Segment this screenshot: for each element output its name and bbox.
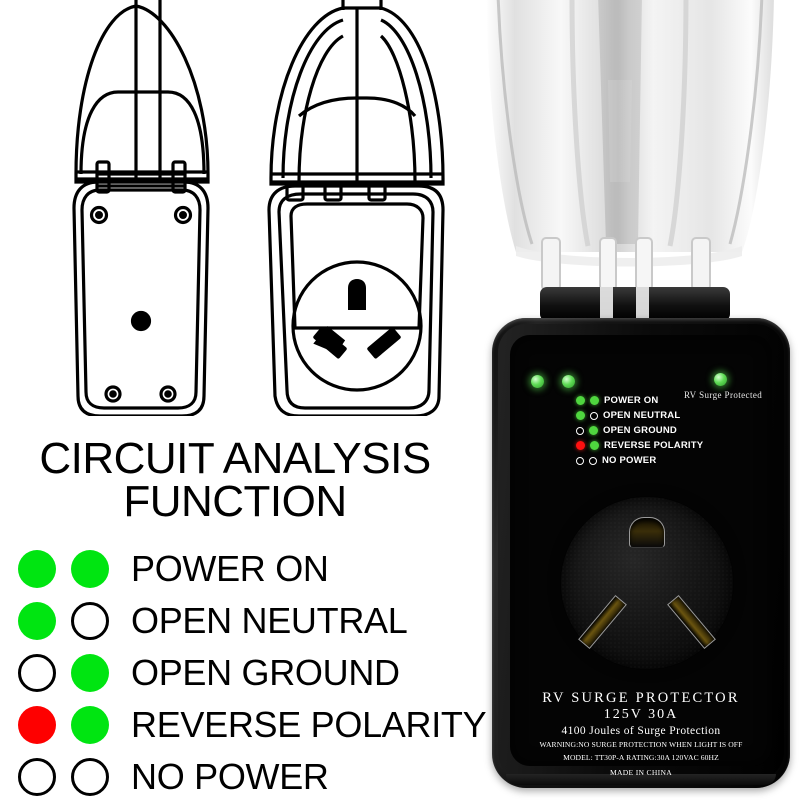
- device-status-row: OPEN GROUND: [576, 423, 703, 438]
- page-title-line-1: CIRCUIT ANALYSIS: [39, 434, 431, 483]
- status-led-left: [576, 426, 584, 435]
- status-label: OPEN GROUND: [603, 425, 677, 436]
- hinge-gap-left: [600, 287, 613, 321]
- hinge-gap-right: [636, 287, 649, 321]
- status-led-left: [576, 456, 584, 465]
- legend-row-reverse-polarity: REVERSE POLARITY: [18, 699, 487, 751]
- device-status-row: OPEN NEUTRAL: [576, 408, 703, 423]
- status-led-right: [590, 411, 598, 420]
- print-origin: MADE IN CHINA: [609, 768, 673, 777]
- print-warning: WARNING:NO SURGE PROTECTION WHEN LIGHT I…: [539, 740, 743, 749]
- status-label: NO POWER: [602, 455, 657, 466]
- device-status-legend: POWER ON OPEN NEUTRAL OPEN GROUND REVERS…: [576, 393, 703, 468]
- print-product-name: RV SURGE PROTECTOR: [542, 690, 740, 706]
- status-label: POWER ON: [604, 395, 659, 406]
- legend-label: OPEN GROUND: [131, 652, 400, 693]
- device-status-row: NO POWER: [576, 453, 703, 468]
- legend-led-right: [71, 550, 109, 588]
- surge-protected-label: RV Surge Protected: [684, 390, 763, 400]
- legend-led-left: [18, 602, 56, 640]
- legend-label: REVERSE POLARITY: [131, 704, 487, 745]
- led-indicator-2: [562, 375, 575, 388]
- page-title: CIRCUIT ANALYSIS FUNCTION: [0, 434, 470, 526]
- hinge-bar: [540, 287, 730, 321]
- led-surge-protected: [714, 373, 727, 386]
- legend-label: NO POWER: [131, 756, 329, 797]
- rv-outlet-socket: [561, 497, 733, 669]
- circuit-analysis-legend: POWER ON OPEN NEUTRAL OPEN GROUND REVERS…: [18, 543, 487, 803]
- line-drawing-front-view: [243, 0, 473, 416]
- legend-row-no-power: NO POWER: [18, 751, 486, 803]
- status-led-right: [590, 396, 599, 405]
- legend-led-right: [71, 654, 109, 692]
- legend-row-open-ground: OPEN GROUND: [18, 647, 486, 699]
- page-title-line-2: FUNCTION: [123, 476, 347, 526]
- legend-led-left: [18, 550, 56, 588]
- status-led-left: [576, 396, 585, 405]
- print-model: MODEL: TT30P-A RATING:30A 120VAC 60HZ: [563, 753, 719, 762]
- line-drawing-back-view: [18, 0, 248, 416]
- legend-row-power-on: POWER ON: [18, 543, 486, 595]
- device-bottom-lip: [506, 774, 776, 785]
- outlet-ground-slot: [629, 517, 665, 548]
- device-status-row: REVERSE POLARITY: [576, 438, 703, 453]
- legend-label: POWER ON: [131, 548, 329, 589]
- device-status-row: POWER ON: [576, 393, 703, 408]
- legend-led-left: [18, 706, 56, 744]
- legend-led-left: [18, 654, 56, 692]
- status-led-left: [576, 441, 585, 450]
- print-rating: 125V 30A: [603, 707, 679, 722]
- status-led-right: [590, 441, 599, 450]
- status-label: OPEN NEUTRAL: [603, 410, 681, 421]
- led-indicator-1: [531, 375, 544, 388]
- status-led-left: [576, 411, 585, 420]
- legend-row-open-neutral: OPEN NEUTRAL: [18, 595, 486, 647]
- status-label: REVERSE POLARITY: [604, 440, 704, 451]
- print-joules: 4100 Joules of Surge Protection: [561, 725, 721, 737]
- legend-label: OPEN NEUTRAL: [131, 600, 408, 641]
- legend-led-right: [71, 706, 109, 744]
- legend-led-right: [71, 758, 109, 796]
- translucent-plug-cover: [480, 0, 780, 314]
- legend-led-right: [71, 602, 109, 640]
- status-led-right: [589, 426, 598, 435]
- legend-led-left: [18, 758, 56, 796]
- status-led-right: [589, 456, 597, 465]
